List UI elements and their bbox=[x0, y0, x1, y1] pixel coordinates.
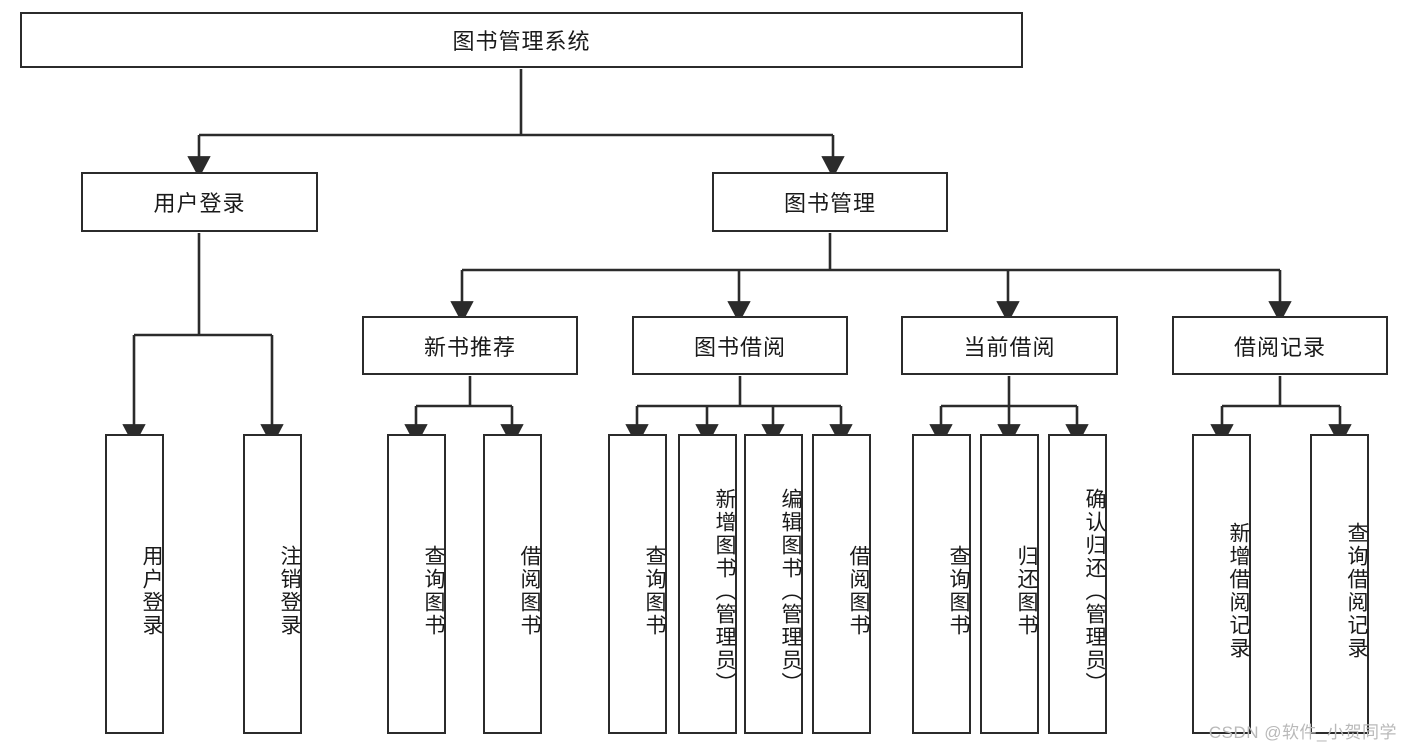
node-leaf-borrow-book-2[interactable]: 借阅图书 bbox=[812, 434, 871, 734]
node-leaf-query-book-2[interactable]: 查询图书 bbox=[608, 434, 667, 734]
node-user-login-label: 用户登录 bbox=[153, 191, 246, 216]
node-borrow-record[interactable]: 借阅记录 bbox=[1172, 316, 1388, 375]
node-book-management[interactable]: 图书管理 bbox=[712, 172, 948, 232]
node-new-book-recommend-label: 新书推荐 bbox=[423, 334, 516, 360]
node-borrow-record-label: 借阅记录 bbox=[1233, 334, 1326, 360]
node-leaf-query-book-3[interactable]: 查询图书 bbox=[912, 434, 971, 734]
node-leaf-borrow-book-1[interactable]: 借阅图书 bbox=[483, 434, 542, 734]
node-user-login[interactable]: 用户登录 bbox=[81, 172, 318, 232]
node-leaf-confirm-return[interactable]: 确认归还（管理员） bbox=[1048, 434, 1107, 734]
node-leaf-borrow-book-1-label: 借阅图书 bbox=[518, 545, 541, 637]
watermark: CSDN @软件_小贺同学 bbox=[1208, 723, 1397, 742]
node-leaf-add-book[interactable]: 新增图书（管理员） bbox=[678, 434, 737, 734]
node-leaf-confirm-return-label: 确认归还（管理员） bbox=[1083, 487, 1106, 695]
node-leaf-user-login-label: 用户登录 bbox=[140, 545, 163, 637]
node-leaf-query-record[interactable]: 查询借阅记录 bbox=[1310, 434, 1369, 734]
node-current-borrow[interactable]: 当前借阅 bbox=[901, 316, 1118, 375]
node-current-borrow-label: 当前借阅 bbox=[963, 334, 1056, 360]
node-leaf-edit-book-label: 编辑图书（管理员） bbox=[779, 487, 802, 695]
node-leaf-borrow-book-2-label: 借阅图书 bbox=[847, 545, 870, 637]
node-leaf-return-book[interactable]: 归还图书 bbox=[980, 434, 1039, 734]
node-leaf-query-book-1[interactable]: 查询图书 bbox=[387, 434, 446, 734]
node-leaf-query-book-2-label: 查询图书 bbox=[643, 545, 666, 637]
node-leaf-logout-login[interactable]: 注销登录 bbox=[243, 434, 302, 734]
node-book-borrow[interactable]: 图书借阅 bbox=[632, 316, 848, 375]
node-leaf-add-record-label: 新增借阅记录 bbox=[1227, 522, 1250, 660]
node-leaf-edit-book[interactable]: 编辑图书（管理员） bbox=[744, 434, 803, 734]
node-leaf-logout-login-label: 注销登录 bbox=[278, 545, 301, 637]
node-leaf-add-book-label: 新增图书（管理员） bbox=[713, 487, 736, 695]
node-leaf-query-record-label: 查询借阅记录 bbox=[1345, 522, 1368, 660]
node-leaf-return-book-label: 归还图书 bbox=[1015, 545, 1038, 637]
node-root-label: 图书管理系统 bbox=[452, 29, 591, 54]
node-book-borrow-label: 图书借阅 bbox=[693, 334, 786, 360]
node-root[interactable]: 图书管理系统 bbox=[20, 12, 1023, 68]
node-new-book-recommend[interactable]: 新书推荐 bbox=[362, 316, 578, 375]
node-leaf-user-login[interactable]: 用户登录 bbox=[105, 434, 164, 734]
node-leaf-query-book-3-label: 查询图书 bbox=[947, 545, 970, 637]
node-leaf-query-book-1-label: 查询图书 bbox=[422, 545, 445, 637]
node-leaf-add-record[interactable]: 新增借阅记录 bbox=[1192, 434, 1251, 734]
node-book-management-label: 图书管理 bbox=[783, 191, 876, 216]
